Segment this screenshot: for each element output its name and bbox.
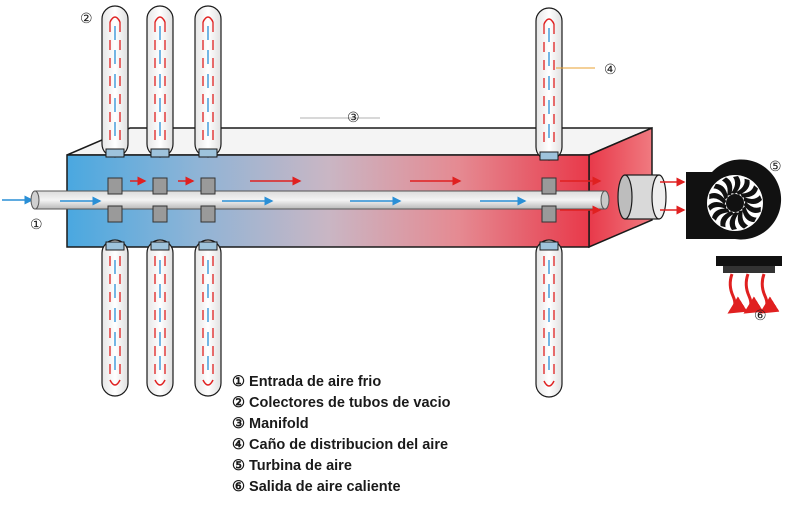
callout-turbine: ⑤ [769, 158, 782, 174]
legend-item-distribution-pipe: ④ Caño de distribucion del aire [232, 437, 449, 453]
pipe-connector [152, 205, 168, 223]
vacuum-tube-collectors [101, 5, 563, 398]
legend-item-collectors: ② Colectores de tubos de vacio [232, 395, 451, 411]
pipe-connector [107, 205, 123, 223]
legend-item-manifold: ③ Manifold [232, 416, 309, 432]
vacuum-tube [101, 239, 129, 397]
vacuum-tube [146, 239, 174, 397]
hot-air-outlet-icon [716, 256, 782, 314]
vacuum-tube [194, 5, 222, 158]
pipe-connector [152, 177, 168, 195]
legend-item-inlet: ① Entrada de aire frio [232, 374, 382, 390]
pipe-connector [107, 177, 123, 195]
distribution-pipe [30, 190, 610, 210]
vacuum-tube [535, 7, 563, 161]
callout-manifold: ③ [347, 109, 360, 125]
vacuum-tube [194, 239, 222, 397]
callout-hot-outlet: ⑥ [754, 307, 767, 323]
legend-item-turbine: ⑤ Turbina de aire [232, 458, 352, 474]
legend-item-hot-outlet: ⑥ Salida de aire caliente [232, 479, 401, 495]
vacuum-tube [101, 5, 129, 158]
pipe-connector [200, 205, 216, 223]
callout-collectors: ② [80, 10, 93, 26]
pipe-connector [541, 177, 557, 195]
vacuum-tube [535, 239, 563, 398]
pipe-connector [200, 177, 216, 195]
callout-inlet: ① [30, 216, 43, 232]
pipe-connector [541, 205, 557, 223]
outlet-duct [617, 174, 686, 220]
vacuum-tube [146, 5, 174, 158]
air-turbine-icon [686, 159, 782, 240]
legend: ① Entrada de aire frio ② Colectores de t… [232, 372, 532, 498]
callout-distribution-pipe: ④ [604, 61, 617, 77]
manifold-flow-arrows [60, 176, 602, 215]
